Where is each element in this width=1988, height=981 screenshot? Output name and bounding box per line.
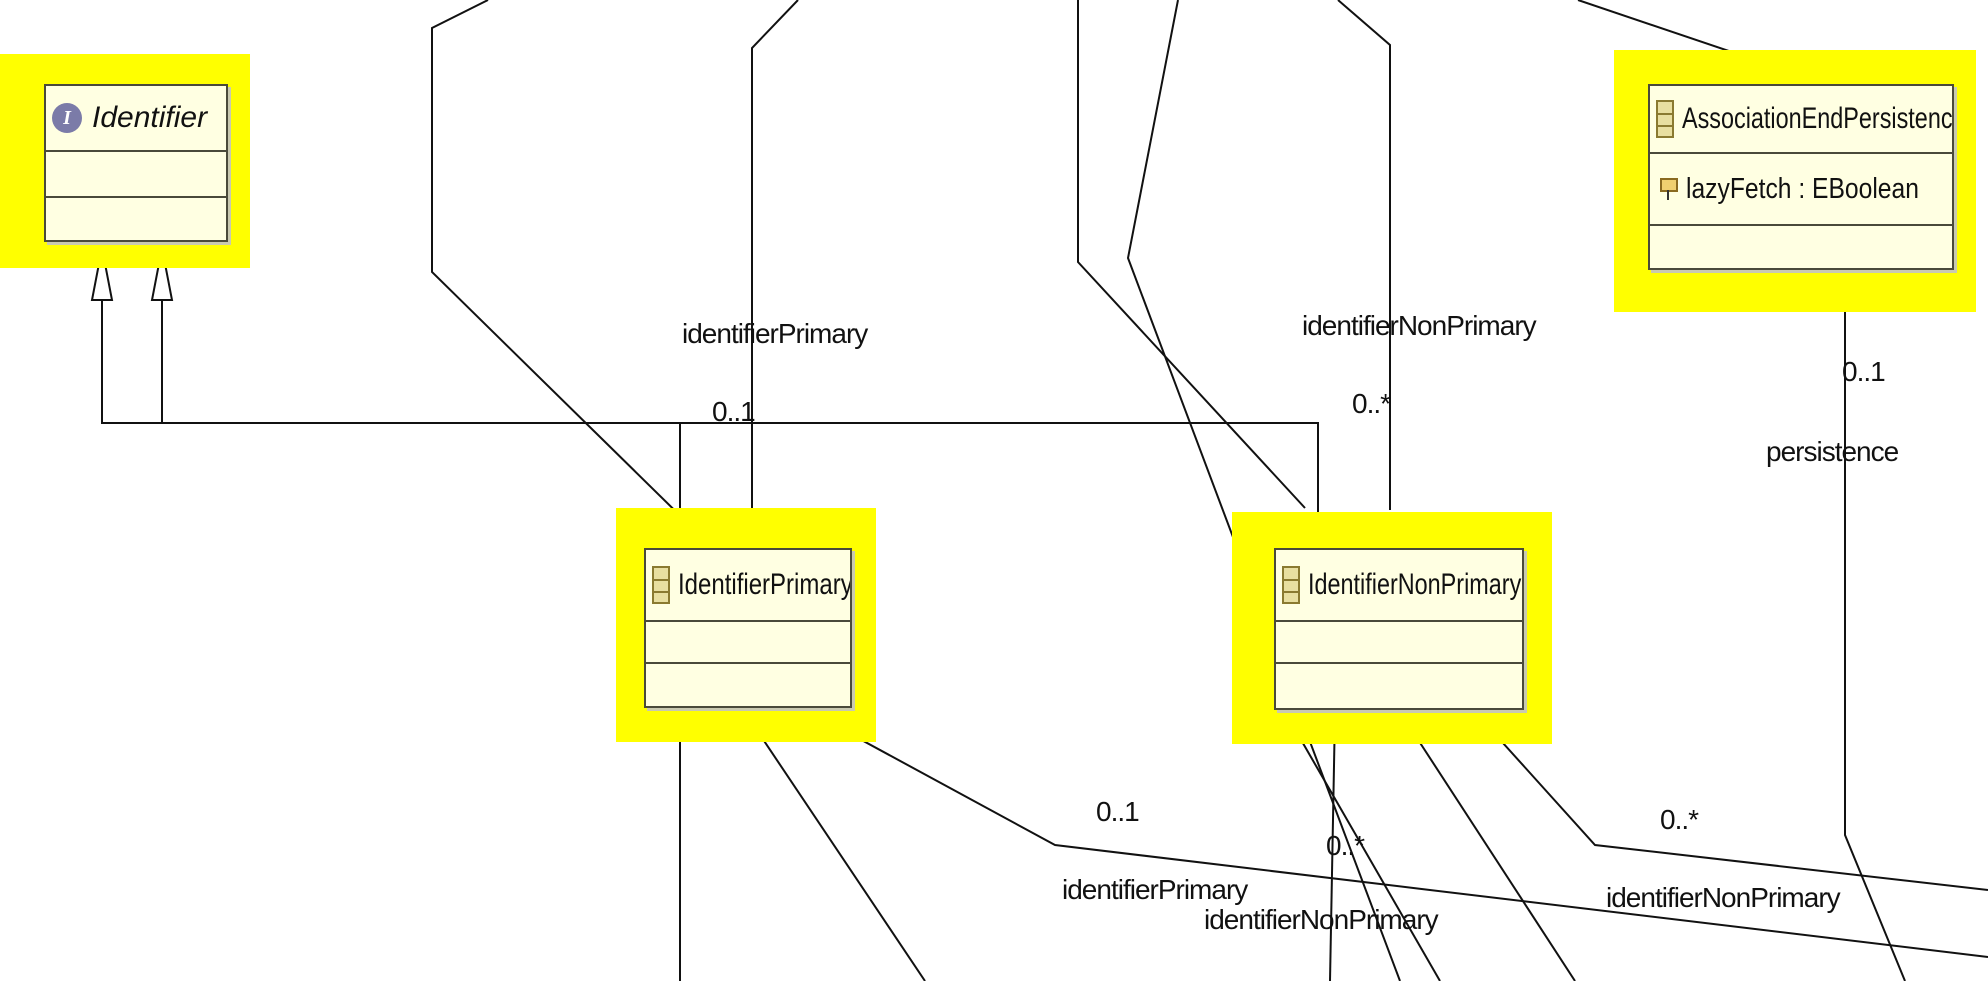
- class-header: AssociationEndPersistence: [1650, 86, 1952, 154]
- identifier-non-primary-class[interactable]: IdentifierNonPrimary: [1274, 548, 1524, 710]
- class-icon: [1282, 566, 1300, 604]
- role-label: identifierPrimary: [682, 318, 868, 349]
- interface-icon: I: [52, 103, 82, 133]
- role-label: identifierNonPrimary: [1606, 882, 1841, 913]
- class-name: Identifier: [92, 101, 208, 134]
- generalization-arrowhead: [150, 247, 174, 301]
- association-line: [1844, 290, 1906, 981]
- attributes-compartment: lazyFetch : EBoolean: [1650, 154, 1952, 226]
- association-line: [1474, 711, 1988, 891]
- role-label: persistence: [1766, 436, 1899, 467]
- association-line: [1077, 0, 1306, 509]
- attributes-compartment: [1276, 622, 1522, 664]
- identifier-class[interactable]: I Identifier: [44, 84, 228, 242]
- multiplicity-label: 0..*: [1352, 388, 1391, 419]
- identifier-primary-class[interactable]: IdentifierPrimary: [644, 548, 852, 708]
- multiplicity-label: 0..1: [1096, 796, 1140, 827]
- generalization-arrowhead: [90, 247, 114, 301]
- association-line: [809, 711, 1988, 958]
- association-line: [751, 0, 799, 545]
- association-end-persistence-class[interactable]: AssociationEndPersistence lazyFetch : EB…: [1648, 84, 1954, 270]
- operations-compartment: [46, 198, 226, 238]
- association-line: [1284, 711, 1441, 981]
- class-header: IdentifierPrimary: [646, 550, 850, 622]
- association-line: [431, 0, 711, 546]
- class-header: I Identifier: [46, 86, 226, 152]
- association-line: [741, 707, 926, 981]
- attribute-row[interactable]: lazyFetch : EBoolean: [1650, 154, 1952, 224]
- class-icon: [652, 566, 670, 604]
- attributes-compartment: [46, 152, 226, 198]
- class-name: AssociationEndPersistence: [1682, 102, 1952, 135]
- association-line: [1329, 711, 1336, 981]
- attribute-text: lazyFetch : EBoolean: [1686, 172, 1919, 205]
- role-label: identifierPrimary: [1062, 874, 1248, 905]
- class-name: IdentifierNonPrimary: [1308, 568, 1522, 601]
- multiplicity-label: 0..1: [712, 396, 756, 427]
- class-name: IdentifierPrimary: [678, 568, 850, 601]
- multiplicity-label: 0..*: [1326, 830, 1365, 861]
- operations-compartment: [1650, 226, 1952, 270]
- attributes-compartment: [646, 622, 850, 664]
- generalization-line: [101, 285, 1319, 545]
- multiplicity-label: 0..1: [1842, 356, 1886, 387]
- operations-compartment: [1276, 664, 1522, 708]
- class-icon: [1656, 100, 1674, 138]
- class-header: IdentifierNonPrimary: [1276, 550, 1522, 622]
- association-line: [1337, 0, 1391, 510]
- attribute-icon: [1660, 176, 1678, 202]
- multiplicity-label: 0..*: [1660, 804, 1699, 835]
- role-label: identifierNonPrimary: [1204, 904, 1439, 935]
- role-label: identifierNonPrimary: [1302, 310, 1537, 341]
- association-line: [1399, 711, 1576, 981]
- operations-compartment: [646, 664, 850, 706]
